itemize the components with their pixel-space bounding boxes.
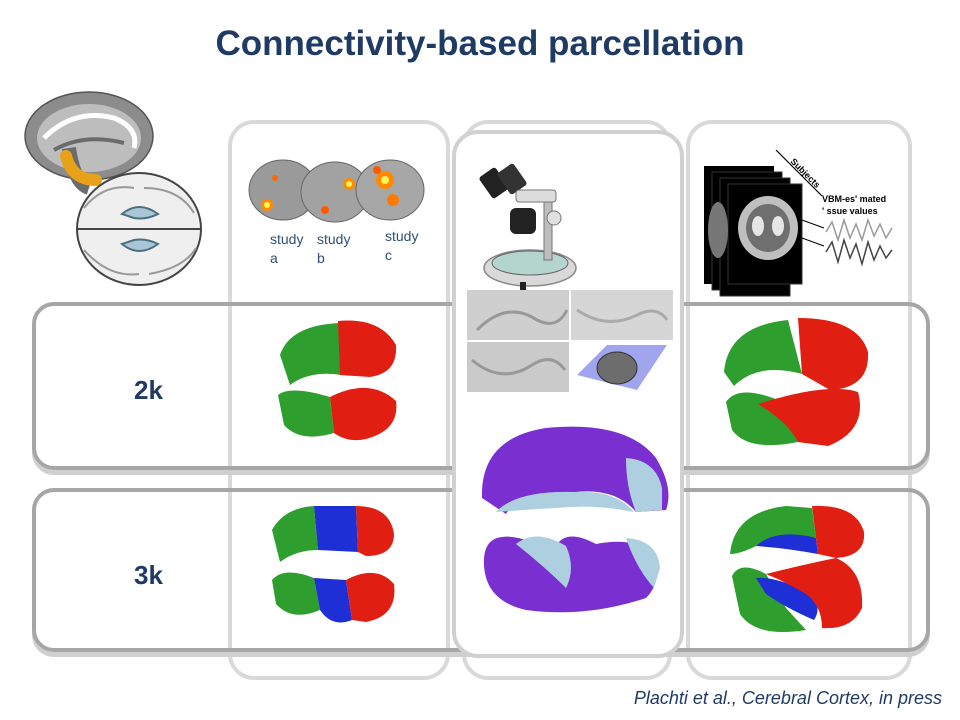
histology-images [467, 290, 673, 392]
vbm-values-label-2: ' ssue values [822, 206, 878, 216]
microscope-icon [479, 163, 577, 296]
parcellation-vbm-2k [724, 318, 869, 446]
study-label-c: study c [385, 228, 419, 263]
slide-title: Connectivity-based parcellation [215, 24, 745, 63]
parcellation-vbm-3k [730, 505, 865, 632]
study-label-a: study a [270, 231, 304, 266]
vbm-subject-stack: Subjects VBM-es' mated ' ssue values [704, 149, 893, 297]
hippocampus-highlight [60, 150, 102, 186]
row-label-2k: 2k [134, 375, 163, 405]
vbm-values-label-1: VBM-es' mated [822, 194, 886, 204]
parcellation-meta-3k [272, 506, 395, 623]
citation: Plachti et al., Cerebral Cortex, in pres… [633, 688, 942, 708]
row-label-3k: 3k [134, 560, 163, 590]
parcellation-histology [481, 426, 669, 613]
parcellation-meta-2k [278, 320, 397, 441]
vbm-trace-2 [825, 237, 893, 267]
study-label-b: study b [317, 231, 351, 266]
vbm-trace-1 [825, 217, 893, 243]
brain-illustration [24, 91, 202, 286]
study-brains [248, 159, 425, 223]
